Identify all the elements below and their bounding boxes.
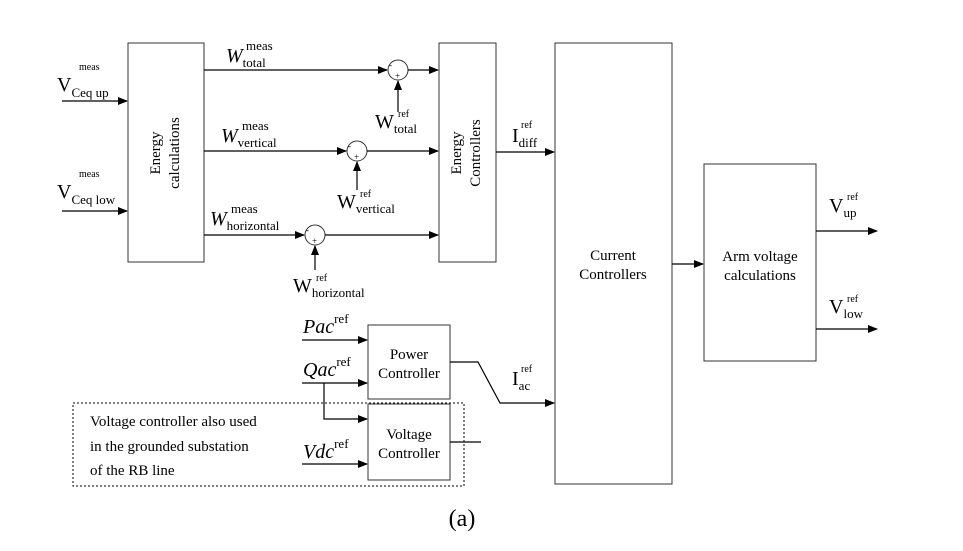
sum-plus-sign: + (312, 236, 317, 246)
note-line-2: in the grounded substation (90, 439, 249, 455)
w-vertical-ref-sup: ref (360, 189, 372, 200)
figure-caption: (a) (449, 506, 476, 532)
power-controller-label-1: Power (390, 347, 428, 363)
w-vertical-meas-label: Wvertical (221, 125, 277, 150)
sum-minus-sign: - (306, 225, 309, 235)
w-horizontal-ref-label: Whorizontal (293, 275, 365, 300)
energy-controllers-block: Energy Controllers (438, 42, 497, 263)
arm-voltage-calculations-block: Arm voltage calculations (703, 163, 817, 362)
sum-minus-sign: - (348, 141, 351, 151)
current-controllers-block: Current Controllers (554, 42, 673, 485)
i-ac-ref-sup: ref (521, 364, 533, 375)
v-low-ref-sup: ref (847, 294, 859, 305)
summing-junction-vertical: - + (346, 140, 368, 162)
voltage-controller-label-2: Controller (378, 446, 440, 462)
v-up-ref-label: Vup (829, 195, 856, 220)
w-horizontal-meas-label: Whorizontal (210, 208, 280, 233)
v-low-ref-label: Vlow (829, 296, 864, 321)
energy-controllers-label-2: Controllers (468, 119, 484, 187)
energy-calculations-block: Energy calculations (127, 42, 205, 263)
i-diff-ref-sup: ref (521, 120, 533, 131)
vceq-up-sup: meas (79, 62, 100, 73)
w-total-meas-sup: meas (246, 38, 273, 53)
w-total-ref-label: Wtotal (375, 111, 417, 136)
power-controller-label-2: Controller (378, 366, 440, 382)
qac-branch-arrow (323, 383, 368, 423)
i-diff-ref-label: Idiff (512, 125, 538, 150)
note-frame (72, 402, 465, 487)
summing-junction-horizontal: - + (304, 224, 326, 246)
note-line-3: of the RB line (90, 463, 175, 479)
v-up-ref-sup: ref (847, 192, 859, 203)
w-horizontal-ref-sup: ref (316, 273, 328, 284)
current-controllers-label-1: Current (590, 248, 637, 264)
signal-lines (62, 66, 878, 468)
arm-voltage-label-1: Arm voltage (722, 249, 798, 265)
current-controllers-label-2: Controllers (579, 267, 647, 283)
energy-controllers-label-1: Energy (449, 131, 465, 175)
vceq-low-sup: meas (79, 169, 100, 180)
arm-voltage-label-2: calculations (724, 268, 796, 284)
w-vertical-ref-label: Wvertical (337, 191, 395, 216)
w-vertical-meas-sup: meas (242, 118, 269, 133)
sum-plus-sign: + (395, 71, 400, 81)
note-line-1: Voltage controller also used (90, 414, 257, 430)
sum-minus-sign: - (389, 60, 392, 70)
pac-ref-label: Pacref (302, 311, 349, 338)
qac-ref-label: Qacref (303, 354, 351, 381)
w-total-ref-sup: ref (398, 109, 410, 120)
sum-plus-sign: + (354, 152, 359, 162)
energy-calculations-label-1: Energy (148, 131, 164, 175)
vceq-low-label: VCeq low (57, 181, 116, 207)
i-ac-ref-arrow (450, 361, 555, 407)
vceq-up-label: VCeq up (57, 74, 109, 100)
summing-junction-total: - + (387, 59, 409, 81)
w-total-meas-label: Wtotal (226, 45, 266, 70)
energy-calculations-label-2: calculations (167, 117, 183, 189)
i-ac-ref-label: Iac (512, 368, 530, 393)
vdc-ref-label: Vdcref (303, 436, 349, 463)
voltage-controller-block: Voltage Controller (367, 403, 451, 481)
power-controller-block: Power Controller (367, 324, 451, 400)
voltage-controller-label-1: Voltage (386, 427, 432, 443)
w-horizontal-meas-sup: meas (231, 201, 258, 216)
